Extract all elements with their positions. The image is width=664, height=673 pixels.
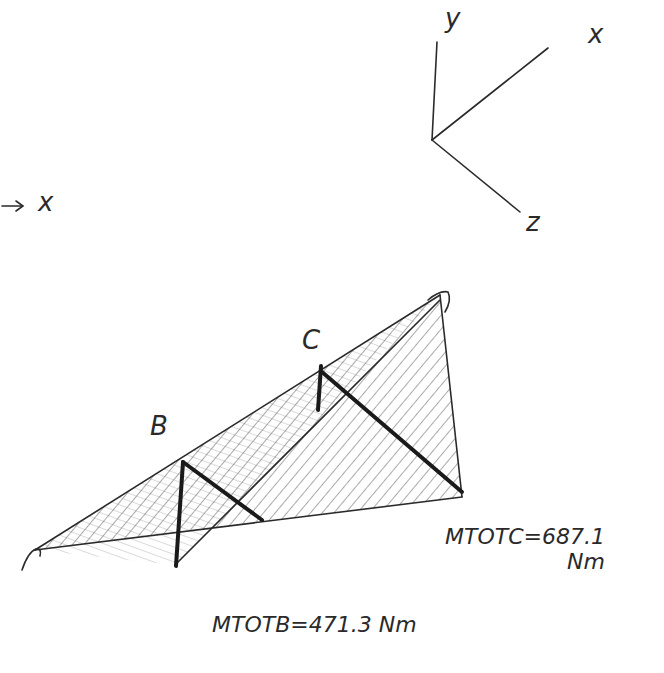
axis-label: x [588, 20, 603, 50]
section-label: B [150, 412, 168, 442]
section-marks [176, 366, 462, 566]
axis-triad [432, 42, 548, 212]
moment-value: MTOTC=687.1 Nm [430, 524, 605, 575]
section-label: C [302, 326, 320, 356]
x-arrow [2, 201, 23, 211]
moment-value: MTOTB=471.3 Nm [212, 612, 417, 637]
axis-label: z [526, 208, 540, 238]
axis-label: x [38, 188, 53, 218]
beam-outline [22, 292, 462, 570]
axis-label: y [445, 4, 460, 34]
